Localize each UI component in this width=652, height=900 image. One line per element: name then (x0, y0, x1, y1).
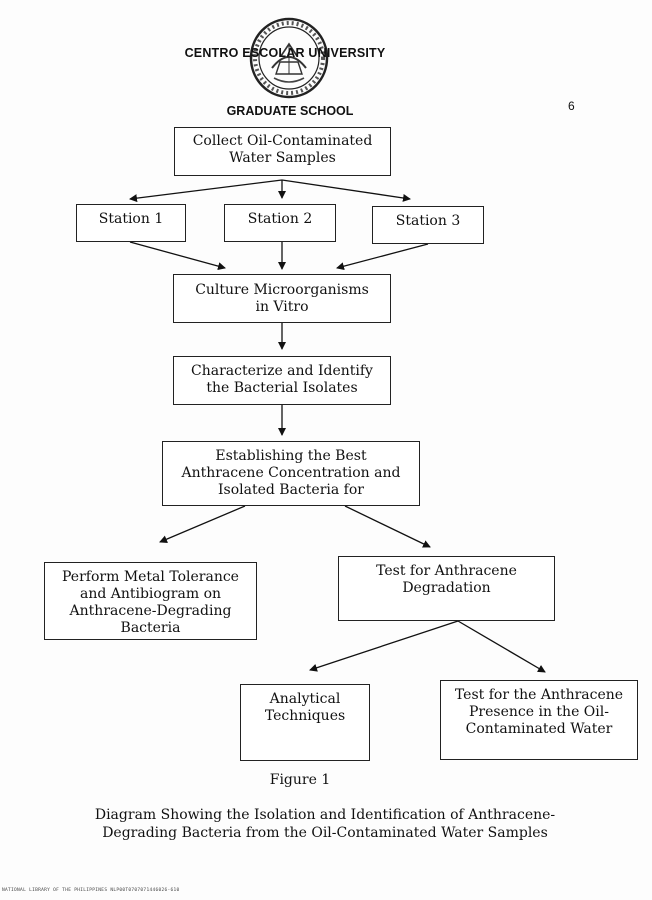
box-line: and Antibiogram on (79, 586, 222, 602)
box-characterize: Characterize and Identify the Bacterial … (173, 356, 391, 405)
arrow-degradation-to-analytical (309, 620, 459, 672)
box-line: Anthracene Concentration and (181, 465, 401, 481)
university-seal-icon (249, 17, 329, 99)
box-line: Station 3 (395, 213, 461, 229)
box-line: Water Samples (229, 150, 336, 166)
box-line: Characterize and Identify (191, 363, 373, 379)
arrow-station3-to-culture (336, 243, 429, 271)
box-anthracene-presence: Test for the Anthracene Presence in the … (440, 680, 638, 760)
box-establish: Establishing the Best Anthracene Concent… (162, 441, 420, 506)
arrow-station1-to-culture (129, 241, 226, 271)
university-name: CENTRO ESCOLAR UNIVERSITY (184, 46, 386, 60)
box-line: Collect Oil-Contaminated (192, 133, 373, 149)
box-anthracene-degradation: Test for Anthracene Degradation (338, 556, 555, 621)
box-line: Station 1 (98, 211, 164, 227)
arrow-collect-to-station1 (129, 179, 283, 203)
box-metal-tolerance: Perform Metal Tolerance and Antibiogram … (44, 562, 257, 640)
box-collect-samples: Collect Oil-Contaminated Water Samples (174, 127, 391, 176)
arrow-collect-to-station3 (281, 179, 411, 202)
box-line: Presence in the Oil- (469, 704, 609, 720)
caption-line: Diagram Showing the Isolation and Identi… (94, 807, 556, 823)
school-name: GRADUATE SCHOOL (226, 104, 354, 118)
box-line: Analytical (269, 691, 341, 707)
box-line: Bacteria (120, 620, 181, 636)
box-line: Perform Metal Tolerance (62, 569, 239, 585)
figure-label: Figure 1 (269, 772, 331, 788)
box-station-1: Station 1 (76, 204, 186, 242)
box-line: the Bacterial Isolates (206, 380, 358, 396)
box-line: Station 2 (247, 211, 313, 227)
figure-caption: Diagram Showing the Isolation and Identi… (40, 806, 610, 842)
box-line: Establishing the Best (215, 448, 367, 464)
box-station-3: Station 3 (372, 206, 484, 244)
box-line: Degradation (402, 580, 491, 596)
library-footer: NATIONAL LIBRARY OF THE PHILIPPINES NLP0… (2, 888, 180, 893)
arrow-degradation-to-presence (457, 620, 546, 673)
page-number: 6 (568, 99, 575, 113)
box-line: Test for Anthracene (376, 563, 517, 579)
box-line: Contaminated Water (465, 721, 613, 737)
arrow-establish-to-metal (159, 505, 246, 543)
box-line: Culture Microorganisms (195, 282, 369, 298)
box-line: Isolated Bacteria for (218, 482, 364, 498)
box-line: Anthracene-Degrading (69, 603, 232, 619)
box-analytical-techniques: Analytical Techniques (240, 684, 370, 761)
box-line: Techniques (264, 708, 346, 724)
box-station-2: Station 2 (224, 204, 336, 242)
caption-line: Degrading Bacteria from the Oil-Contamin… (102, 825, 548, 841)
box-line: Test for the Anthracene (454, 687, 624, 703)
box-line: in Vitro (255, 299, 309, 315)
box-culture: Culture Microorganisms in Vitro (173, 274, 391, 323)
arrow-establish-to-degradation (344, 505, 431, 548)
